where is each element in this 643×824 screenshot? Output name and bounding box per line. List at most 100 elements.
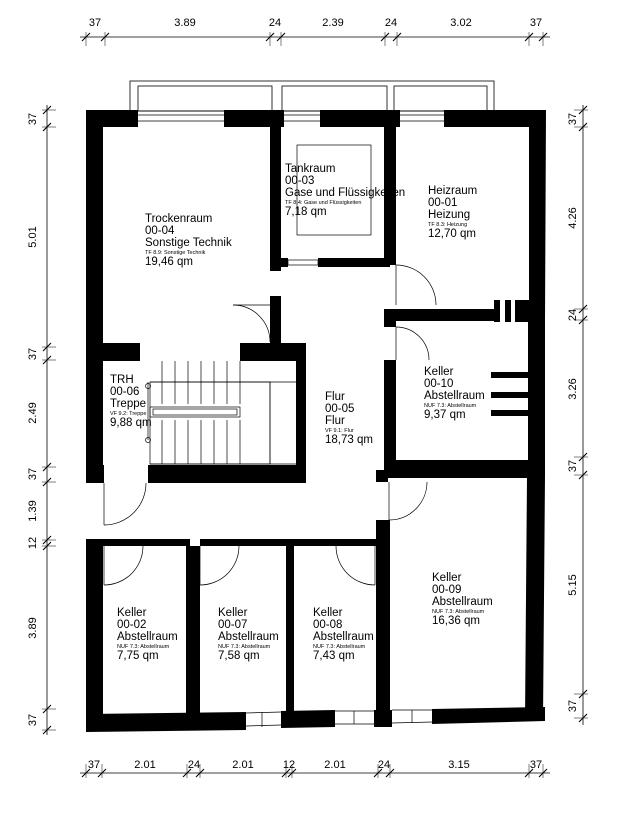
dim-right-4: 3.26 bbox=[567, 378, 579, 399]
dim-right-7: 37 bbox=[567, 700, 579, 712]
room-label-keller-00-09: Keller 00-09 Abstellraum NUF 7.3: Abstel… bbox=[432, 572, 493, 627]
dim-right-2: 4.26 bbox=[567, 207, 579, 228]
dim-top-7: 37 bbox=[530, 17, 542, 29]
dim-left-6: 1.39 bbox=[27, 500, 39, 521]
room-number: 00-02 bbox=[117, 619, 147, 632]
dim-left-1: 37 bbox=[27, 113, 39, 125]
dim-bottom-8: 3.15 bbox=[448, 759, 469, 771]
dim-left-2: 5.01 bbox=[27, 226, 39, 247]
room-label-keller-00-10: Keller 00-10 Abstellraum NUF 7.3: Abstel… bbox=[424, 366, 485, 421]
room-label-keller-00-02: Keller 00-02 Abstellraum NUF 7.3: Abstel… bbox=[117, 607, 178, 662]
room-area: 16,36 qm bbox=[432, 615, 480, 628]
dim-bottom-7: 24 bbox=[378, 759, 390, 771]
dim-top-4: 2.39 bbox=[322, 17, 343, 29]
room-usage: Abstellraum bbox=[432, 596, 493, 609]
dim-right-5: 37 bbox=[567, 460, 579, 472]
room-area: 7,43 qm bbox=[313, 650, 355, 663]
room-category: NUF 7.3: Abstellraum bbox=[432, 608, 485, 615]
dim-left-4: 2.49 bbox=[27, 402, 39, 423]
room-label-flur: Flur 00-05 Flur VF 9.1: Flur 18,73 qm bbox=[325, 391, 373, 446]
dim-bottom-5: 12 bbox=[283, 759, 295, 771]
room-category: NUF 7.3: Abstellraum bbox=[117, 643, 170, 650]
light-wells bbox=[129, 80, 495, 112]
staircase bbox=[145, 361, 296, 465]
room-usage: Abstellraum bbox=[218, 631, 279, 644]
room-number: 00-05 bbox=[325, 403, 355, 416]
room-name: Keller bbox=[424, 366, 454, 378]
room-category: TF 8.3: Heizung bbox=[428, 221, 468, 228]
dim-right-3: 24 bbox=[567, 309, 579, 321]
dim-right-6: 5.15 bbox=[567, 574, 579, 595]
room-label-trockenraum: Trockenraum 00-04 Sonstige Technik TF 8.… bbox=[145, 213, 232, 268]
dim-left-8: 3.89 bbox=[27, 617, 39, 638]
room-usage: Heizung bbox=[428, 209, 471, 222]
walls bbox=[86, 110, 546, 732]
room-name: Keller bbox=[218, 607, 248, 619]
room-usage: Gase und Flüssigkeiten bbox=[285, 187, 406, 200]
dim-bottom-3: 24 bbox=[188, 759, 200, 771]
room-label-heizraum: Heizraum 00-01 Heizung TF 8.3: Heizung 1… bbox=[428, 185, 477, 240]
dim-bottom-2: 2.01 bbox=[134, 759, 155, 771]
room-usage: Treppe bbox=[110, 398, 147, 411]
room-area: 19,46 qm bbox=[145, 256, 193, 269]
room-category: VF 9.2: Treppe bbox=[110, 410, 147, 417]
room-area: 7,75 qm bbox=[117, 650, 159, 663]
dim-bottom-4: 2.01 bbox=[232, 759, 253, 771]
room-number: 00-10 bbox=[424, 378, 454, 391]
room-category: NUF 7.3: Abstellraum bbox=[424, 402, 477, 409]
room-category: NUF 7.3: Abstellraum bbox=[218, 643, 271, 650]
room-area: 7,18 qm bbox=[285, 206, 327, 219]
room-area: 7,58 qm bbox=[218, 650, 260, 663]
doors bbox=[103, 264, 437, 586]
room-number: 00-03 bbox=[285, 175, 315, 188]
room-category: TF 8.4: Gase und Flüssigkeiten bbox=[285, 199, 362, 206]
room-usage: Flur bbox=[325, 415, 345, 428]
dim-top-3: 24 bbox=[269, 17, 281, 29]
room-number: 00-04 bbox=[145, 225, 175, 238]
room-usage: Abstellraum bbox=[117, 631, 178, 644]
room-usage: Sonstige Technik bbox=[145, 237, 232, 250]
dim-top-2: 3.89 bbox=[174, 17, 195, 29]
room-number: 00-01 bbox=[428, 197, 458, 210]
dim-top-1: 37 bbox=[89, 17, 101, 29]
dimension-lines bbox=[42, 32, 588, 778]
room-area: 9,88 qm bbox=[110, 417, 152, 430]
room-usage: Abstellraum bbox=[424, 390, 485, 403]
dim-top-6: 3.02 bbox=[450, 17, 471, 29]
room-name: Keller bbox=[432, 572, 462, 584]
room-name: Tankraum bbox=[285, 163, 336, 175]
room-category: TF 8.9: Sonstige Technik bbox=[145, 249, 206, 256]
room-label-keller-00-07: Keller 00-07 Abstellraum NUF 7.3: Abstel… bbox=[218, 607, 279, 662]
room-name: Heizraum bbox=[428, 185, 478, 197]
room-number: 00-06 bbox=[110, 386, 140, 399]
dim-bottom-1: 37 bbox=[88, 759, 100, 771]
room-name: Keller bbox=[313, 607, 343, 619]
room-name: TRH bbox=[110, 374, 134, 386]
dim-left-5: 37 bbox=[27, 468, 39, 480]
room-name: Trockenraum bbox=[145, 213, 213, 225]
room-name: Keller bbox=[117, 607, 147, 619]
dim-top-5: 24 bbox=[385, 17, 397, 29]
room-name: Flur bbox=[325, 391, 345, 403]
room-number: 00-09 bbox=[432, 584, 462, 597]
room-usage: Abstellraum bbox=[313, 631, 374, 644]
room-area: 9,37 qm bbox=[424, 409, 466, 422]
room-category: NUF 7.3: Abstellraum bbox=[313, 643, 366, 650]
room-category: VF 9.1: Flur bbox=[325, 427, 354, 434]
room-number: 00-07 bbox=[218, 619, 248, 632]
room-label-trh: TRH 00-06 Treppe VF 9.2: Treppe 9,88 qm bbox=[110, 374, 152, 429]
dim-right-1: 37 bbox=[567, 113, 579, 125]
windows bbox=[138, 114, 444, 727]
room-label-keller-00-08: Keller 00-08 Abstellraum NUF 7.3: Abstel… bbox=[313, 607, 374, 662]
room-label-tankraum: Tankraum 00-03 Gase und Flüssigkeiten TF… bbox=[285, 163, 405, 218]
room-area: 12,70 qm bbox=[428, 228, 476, 241]
dim-bottom-9: 37 bbox=[530, 759, 542, 771]
dim-left-9: 37 bbox=[27, 714, 39, 726]
room-area: 18,73 qm bbox=[325, 434, 373, 447]
dimension-texts: 37 3.89 24 2.39 24 3.02 37 37 2.01 24 2.… bbox=[27, 17, 579, 771]
dim-left-7: 12 bbox=[27, 537, 39, 549]
dim-bottom-6: 2.01 bbox=[324, 759, 345, 771]
dim-left-3: 37 bbox=[27, 348, 39, 360]
room-number: 00-08 bbox=[313, 619, 343, 632]
